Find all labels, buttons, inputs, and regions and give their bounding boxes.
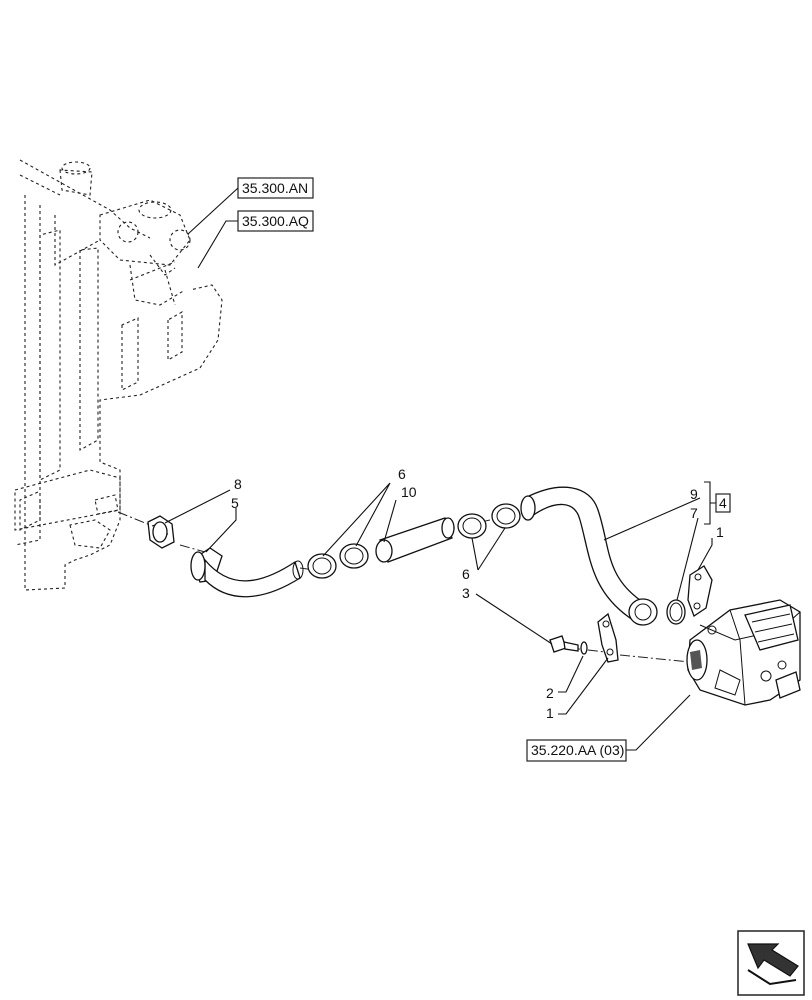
- callout-6-bottom: 6: [462, 566, 470, 582]
- hose-10: [375, 517, 455, 563]
- callout-2: 2: [546, 685, 554, 701]
- chassis-frame-phantom: [14, 159, 223, 591]
- flange-half-1-upper: [687, 565, 713, 617]
- hose-clamp-6-upper-a: [307, 553, 337, 579]
- bracket-9-7: [704, 481, 716, 525]
- svg-text:35.220.AA (03): 35.220.AA (03): [531, 742, 624, 758]
- leader-3: [475, 593, 553, 645]
- svg-text:4: 4: [719, 495, 727, 511]
- callout-10: 10: [401, 484, 417, 500]
- leader-1-top: [697, 538, 713, 571]
- assembly-centerline-lower: [569, 647, 691, 663]
- hose-clamp-6-lower-b: [491, 503, 521, 529]
- leader-9: [603, 497, 701, 541]
- o-ring-7: [666, 599, 686, 625]
- leader-6-top: [322, 482, 391, 557]
- return-arrow-icon[interactable]: [737, 930, 805, 996]
- leader-35-300-aq: [197, 220, 238, 269]
- hose-clamp-6-upper-b: [339, 543, 369, 569]
- callout-7: 7: [690, 505, 698, 521]
- leader-1-bottom: [558, 657, 609, 715]
- callout-1-bottom: 1: [546, 705, 554, 721]
- flange-half-1-lower: [597, 612, 619, 663]
- ref-35-300-aq[interactable]: 35.300.AQ: [237, 210, 314, 232]
- svg-text:35.300.AQ: 35.300.AQ: [242, 213, 309, 229]
- callout-8: 8: [234, 476, 242, 492]
- callout-1-top: 1: [716, 524, 724, 540]
- pipe-9: [520, 486, 658, 626]
- hose-clamp-6-lower-a: [457, 513, 487, 539]
- pipe-5: [190, 547, 304, 598]
- ref-35-220-aa[interactable]: 35.220.AA (03): [526, 739, 627, 762]
- leader-35-300-an: [187, 187, 239, 235]
- callout-5: 5: [231, 495, 239, 511]
- callout-6-top: 6: [398, 466, 406, 482]
- leader-10: [383, 499, 397, 543]
- svg-text:35.300.AN: 35.300.AN: [242, 180, 308, 196]
- leader-6-bottom: [471, 527, 506, 571]
- callout-3: 3: [462, 585, 470, 601]
- bolt-3: [549, 635, 579, 653]
- washer-2: [580, 641, 588, 655]
- leader-35-220-aa: [626, 694, 691, 751]
- fitting-8: [147, 515, 175, 549]
- leader-5: [205, 508, 237, 553]
- leader-2: [558, 655, 584, 693]
- callout-9: 9: [690, 486, 698, 502]
- callout-4-box[interactable]: 4: [715, 493, 731, 513]
- leader-8: [164, 489, 231, 524]
- hydraulic-pump: [686, 599, 801, 706]
- leader-7: [676, 517, 699, 601]
- ref-35-300-an[interactable]: 35.300.AN: [237, 177, 314, 199]
